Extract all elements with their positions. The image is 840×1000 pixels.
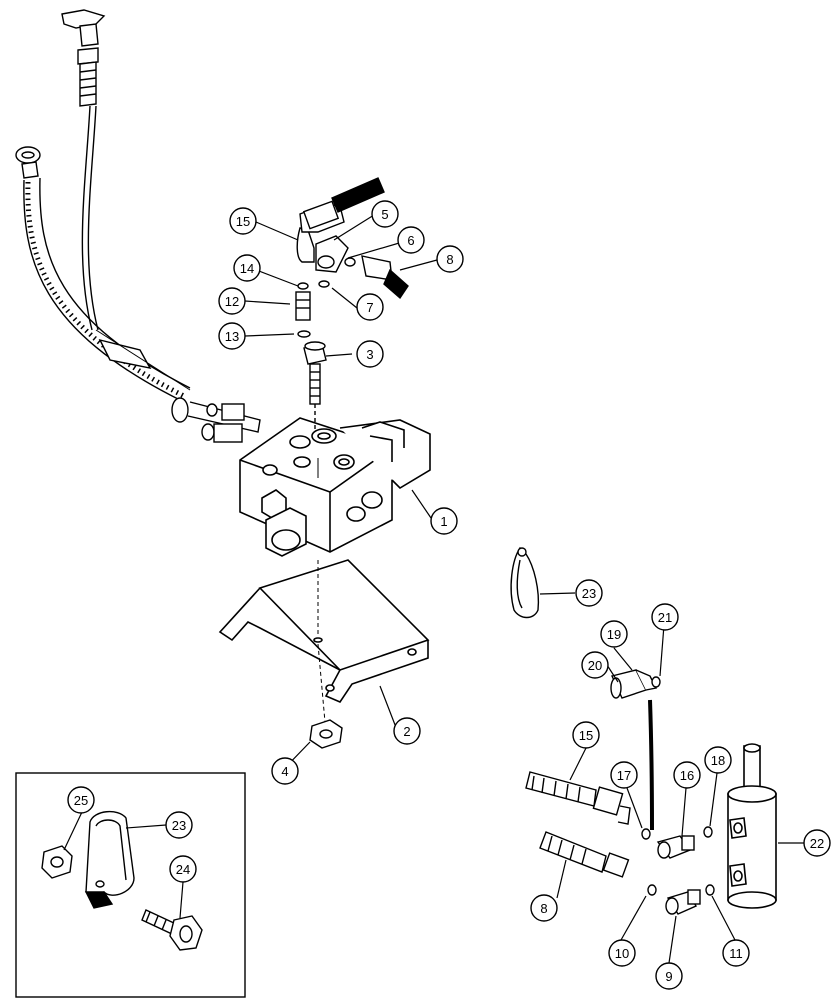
callout-label: 15 bbox=[236, 214, 250, 229]
callout-label: 22 bbox=[810, 836, 824, 851]
callout-17: 17 bbox=[610, 761, 638, 789]
callout-2: 2 bbox=[393, 717, 421, 745]
callout-label: 18 bbox=[711, 753, 725, 768]
callout-11: 11 bbox=[722, 939, 750, 967]
callout-label: 12 bbox=[225, 294, 239, 309]
callout-label: 17 bbox=[617, 768, 631, 783]
strap-clip bbox=[510, 546, 540, 619]
callout-16: 16 bbox=[673, 761, 701, 789]
hose-8-lower bbox=[539, 831, 657, 896]
callout-label: 21 bbox=[658, 610, 672, 625]
callout-6: 6 bbox=[397, 226, 425, 254]
bolt-and-seal-stack bbox=[295, 177, 409, 430]
callout-label: 8 bbox=[446, 252, 453, 267]
callout-label: 11 bbox=[729, 946, 743, 961]
callout-3: 3 bbox=[356, 340, 384, 368]
callout-8-upper: 8 bbox=[436, 245, 464, 273]
callout-24: 24 bbox=[169, 855, 197, 883]
inset-hardware bbox=[41, 811, 203, 951]
callout-8-lower: 8 bbox=[530, 894, 558, 922]
callout-label: 8 bbox=[540, 901, 547, 916]
callout-22: 22 bbox=[803, 829, 831, 857]
long-hose-assembly bbox=[15, 146, 261, 443]
callout-7: 7 bbox=[356, 293, 384, 321]
callout-18: 18 bbox=[704, 746, 732, 774]
callout-label: 5 bbox=[381, 207, 388, 222]
callout-13: 13 bbox=[218, 322, 246, 350]
callout-23-inset: 23 bbox=[165, 811, 193, 839]
elbow-16-and-9 bbox=[656, 826, 715, 915]
callout-12: 12 bbox=[218, 287, 246, 315]
callout-5: 5 bbox=[371, 200, 399, 228]
callout-label: 2 bbox=[403, 724, 410, 739]
callout-label: 1 bbox=[440, 514, 447, 529]
callout-label: 16 bbox=[680, 768, 694, 783]
control-valve-block bbox=[239, 417, 431, 557]
callout-label: 23 bbox=[582, 586, 596, 601]
callout-label: 25 bbox=[74, 793, 88, 808]
callout-label: 3 bbox=[366, 347, 373, 362]
callout-label: 4 bbox=[281, 764, 288, 779]
callout-14: 14 bbox=[233, 254, 261, 282]
tee-fitting-with-hose bbox=[61, 9, 106, 331]
callout-15-upper: 15 bbox=[229, 207, 257, 235]
callout-label: 9 bbox=[665, 969, 672, 984]
callout-1: 1 bbox=[430, 507, 458, 535]
callout-25: 25 bbox=[67, 786, 95, 814]
callout-label: 24 bbox=[176, 862, 190, 877]
callout-label: 15 bbox=[579, 728, 593, 743]
callout-label: 13 bbox=[225, 329, 239, 344]
callout-label: 19 bbox=[607, 627, 621, 642]
callout-20: 20 bbox=[581, 651, 609, 679]
callout-label: 10 bbox=[615, 946, 629, 961]
callout-label: 6 bbox=[407, 233, 414, 248]
callout-15-lower: 15 bbox=[572, 721, 600, 749]
elbow-and-seals bbox=[610, 669, 661, 831]
callout-21: 21 bbox=[651, 603, 679, 631]
callout-4: 4 bbox=[271, 757, 299, 785]
callout-9: 9 bbox=[655, 962, 683, 990]
callout-label: 20 bbox=[588, 658, 602, 673]
callout-10: 10 bbox=[608, 939, 636, 967]
callout-19: 19 bbox=[600, 620, 628, 648]
hydraulic-cylinder bbox=[727, 743, 777, 909]
callout-label: 14 bbox=[240, 261, 254, 276]
callout-23-main: 23 bbox=[575, 579, 603, 607]
callout-label: 23 bbox=[172, 818, 186, 833]
hose-15-lower bbox=[525, 771, 651, 840]
hex-nut bbox=[309, 719, 343, 749]
mounting-bracket bbox=[218, 559, 430, 723]
callout-label: 7 bbox=[366, 300, 373, 315]
leader-lines bbox=[63, 214, 804, 964]
